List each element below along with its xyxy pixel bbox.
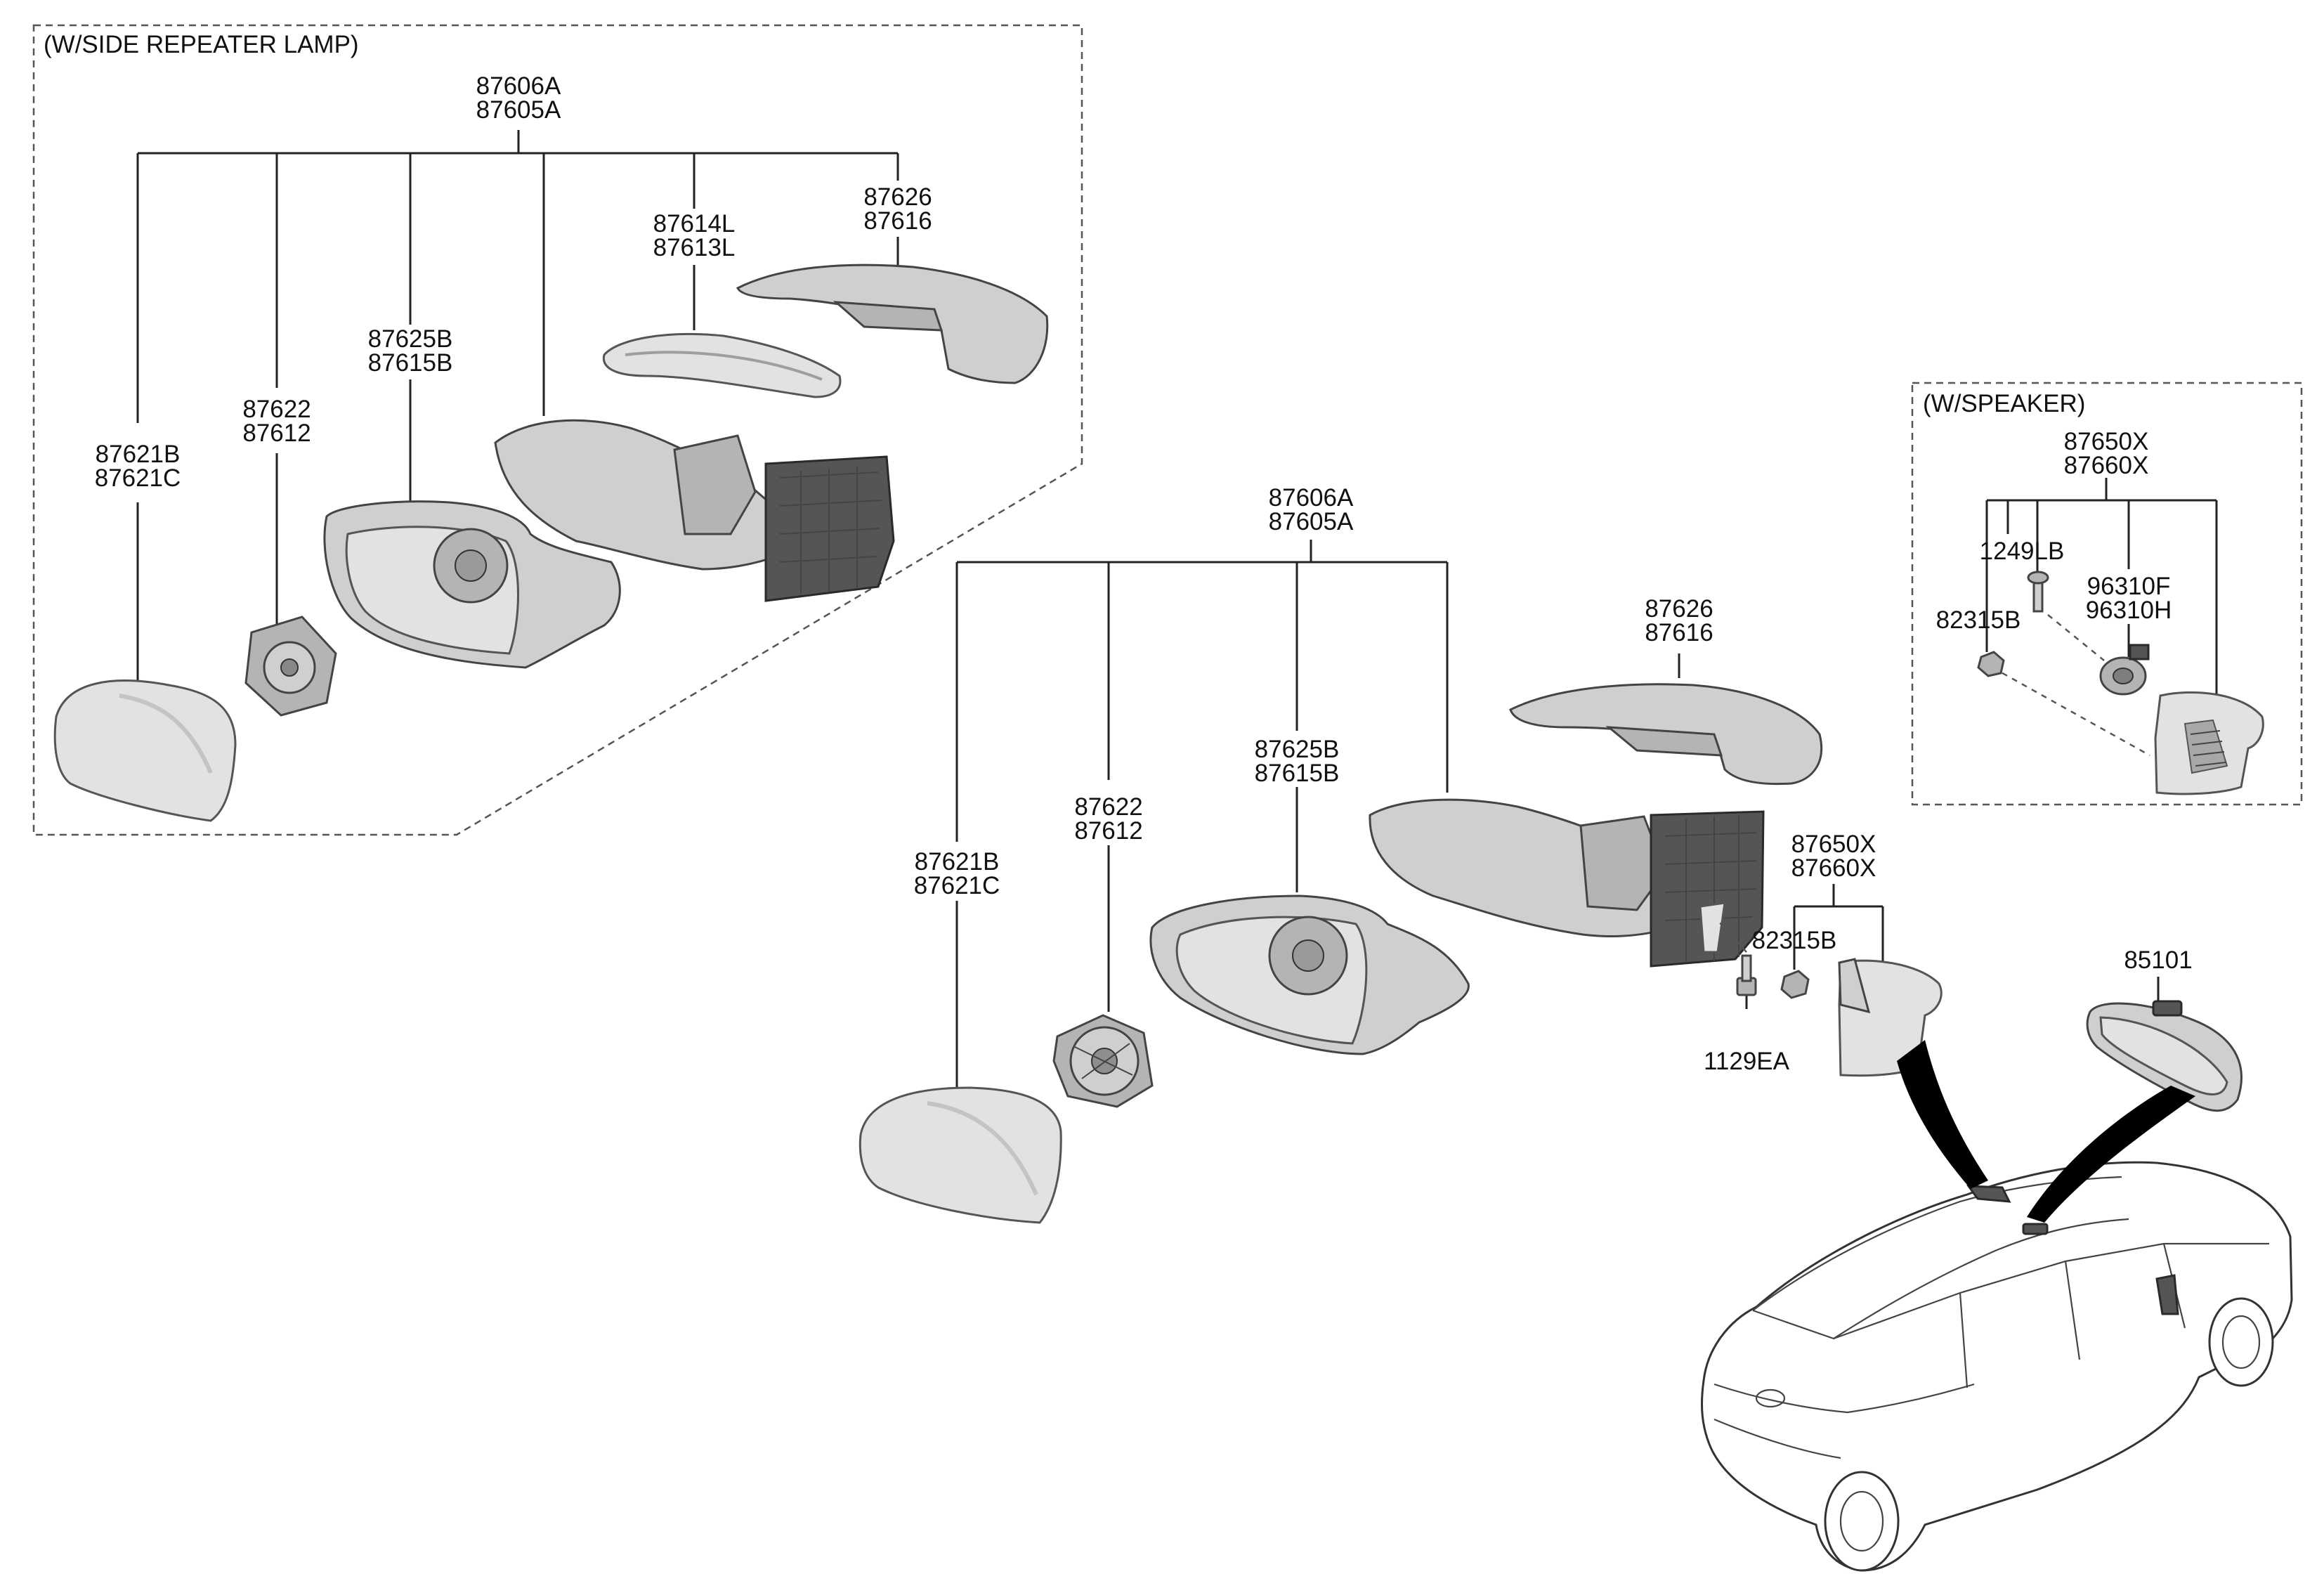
label-bolt: 1129EA <box>1704 1048 1789 1075</box>
sr-actuator <box>244 616 337 717</box>
main-mirror-glass <box>859 1086 1062 1224</box>
section-title-speaker: (W/SPEAKER) <box>1923 390 2086 417</box>
vehicle-illustration <box>1700 1040 2293 1572</box>
main-leader-lines <box>955 540 2160 1088</box>
section-title-side-repeater: (W/SIDE REPEATER LAMP) <box>44 31 359 58</box>
main-bolt <box>1717 920 1757 996</box>
spk-screw <box>2027 571 2049 613</box>
label-inside-mirror: 85101 <box>2124 946 2193 974</box>
sr-mirror-cover <box>736 263 1049 384</box>
inside-mirror <box>2086 1000 2243 1112</box>
label-spk-nut: 82315B <box>1935 606 2021 634</box>
label-spk-screw: 1249LB <box>1979 538 2065 565</box>
sr-body <box>494 419 895 602</box>
sr-repeater-lamp <box>602 333 842 398</box>
main-tweeter-cover <box>1838 958 1943 1077</box>
sr-leader-lines <box>136 130 899 685</box>
sr-housing <box>323 500 621 669</box>
spk-speaker <box>2099 644 2150 696</box>
spk-leader-lines <box>1985 478 2218 757</box>
label-nut: 82315B <box>1751 927 1837 954</box>
main-actuator <box>1052 1014 1154 1108</box>
main-body <box>1369 798 1765 968</box>
main-housing <box>1149 894 1470 1055</box>
main-nut <box>1780 970 1810 999</box>
main-mirror-cover <box>1509 683 1823 786</box>
spk-nut <box>1977 651 2005 677</box>
spk-tweeter-cover <box>2154 691 2264 795</box>
speaker-group-box <box>1911 382 2303 806</box>
sr-mirror-glass <box>53 679 237 822</box>
side-repeater-group-box <box>32 24 1083 836</box>
